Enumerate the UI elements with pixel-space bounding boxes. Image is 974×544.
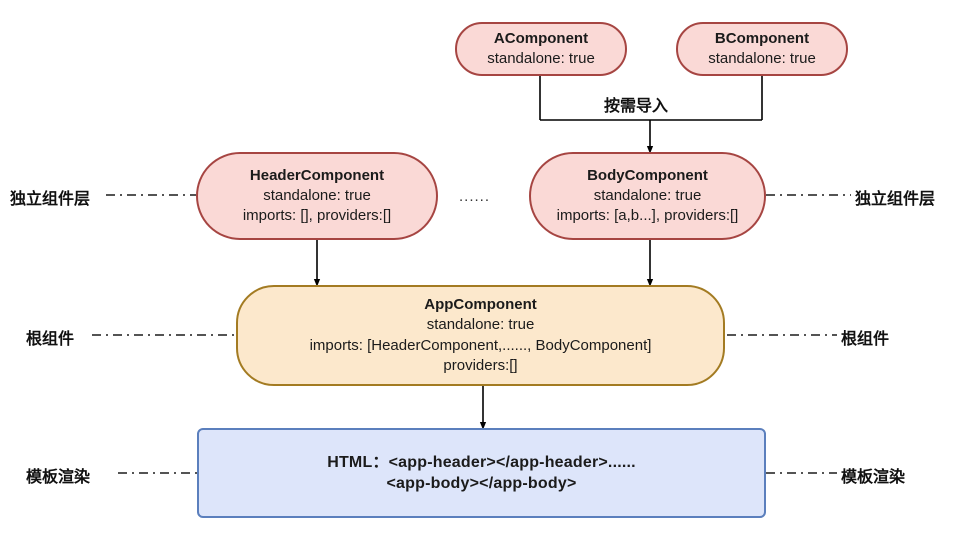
node-header-component-imports: imports: [], providers:[] (242, 207, 392, 225)
middle-ellipsis: ...... (459, 188, 491, 205)
node-b-component-title: BComponent (714, 29, 810, 47)
node-b-component-standalone: standalone: true (708, 50, 816, 67)
node-html-template-line2: <app-body></app-body> (386, 475, 577, 492)
node-header-component[interactable]: HeaderComponent standalone: true imports… (196, 152, 438, 240)
node-body-component[interactable]: BodyComponent standalone: true imports: … (529, 152, 766, 240)
side-label-standalone-layer-right: 独立组件层 (855, 191, 936, 208)
node-app-component[interactable]: AppComponent standalone: true imports: [… (236, 285, 725, 386)
side-label-template-render-left: 模板渲染 (26, 469, 91, 486)
node-body-component-title: BodyComponent (587, 166, 708, 184)
node-a-component-title: AComponent (493, 29, 589, 47)
node-html-template-line1: HTML：<app-header></app-header>...... (327, 453, 636, 471)
node-header-component-standalone: standalone: true (263, 186, 371, 204)
node-a-component-standalone: standalone: true (487, 50, 595, 67)
node-body-component-imports: imports: [a,b...], providers:[] (556, 207, 739, 225)
edge-label-on-demand-import: 按需导入 (604, 98, 669, 115)
node-app-component-title: AppComponent (424, 296, 537, 314)
side-label-root-component-right: 根组件 (841, 331, 890, 348)
node-html-template[interactable]: HTML：<app-header></app-header>...... <ap… (197, 428, 766, 518)
side-label-root-component-left: 根组件 (26, 331, 75, 348)
node-body-component-standalone: standalone: true (593, 186, 702, 204)
node-b-component[interactable]: BComponent standalone: true (676, 22, 848, 76)
side-label-template-render-right: 模板渲染 (841, 469, 906, 486)
node-app-component-standalone: standalone: true (426, 316, 535, 334)
node-a-component[interactable]: AComponent standalone: true (455, 22, 627, 76)
side-label-standalone-layer-left: 独立组件层 (10, 191, 91, 208)
node-header-component-title: HeaderComponent (249, 166, 385, 184)
node-app-component-imports: imports: [HeaderComponent,......, BodyCo… (309, 336, 652, 354)
node-app-component-providers: providers:[] (443, 356, 518, 374)
